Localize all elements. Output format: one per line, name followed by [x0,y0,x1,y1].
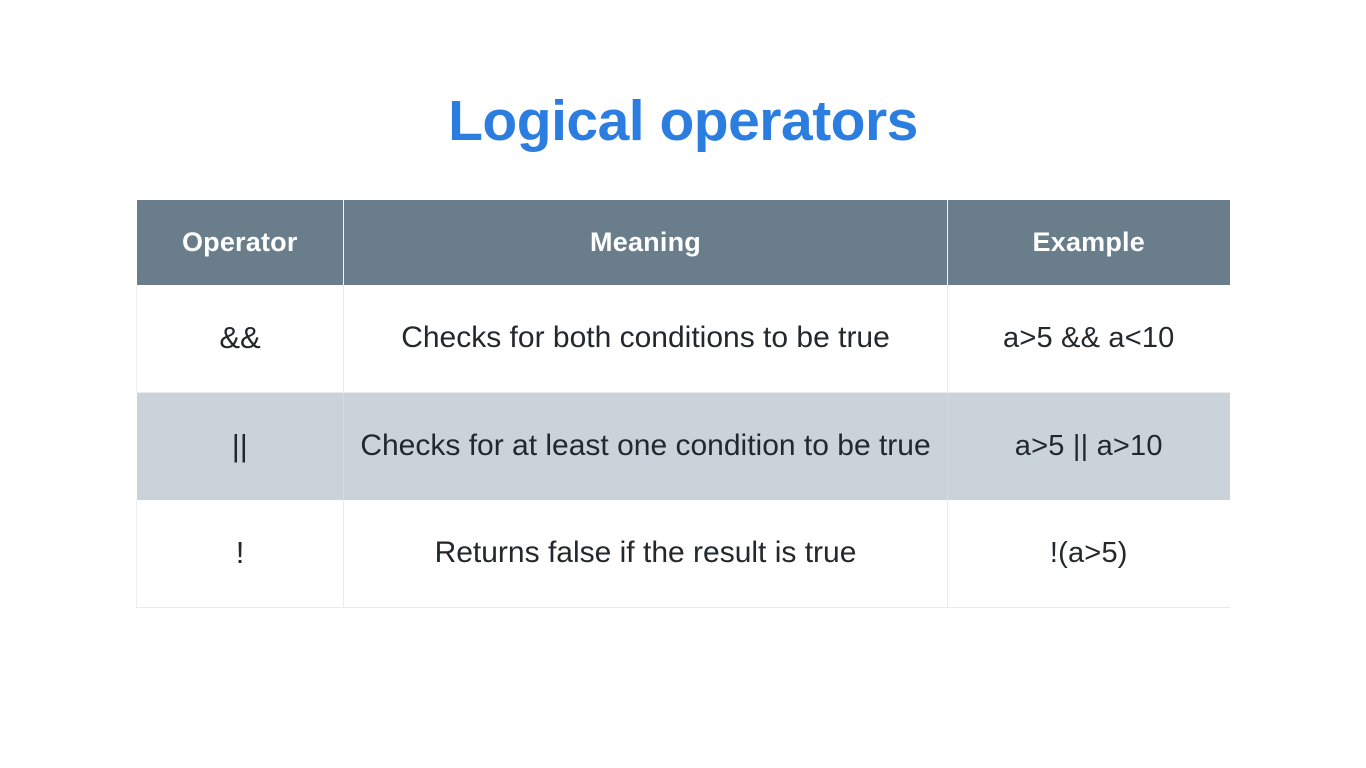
cell-operator: || [136,392,344,500]
table-row: || Checks for at least one condition to … [136,392,1230,500]
cell-operator: && [136,285,344,393]
cell-example: a>5 && a<10 [947,285,1230,393]
table-row: && Checks for both conditions to be true… [136,285,1230,393]
column-header-operator: Operator [136,200,344,285]
cell-meaning: Checks for both conditions to be true [343,285,948,393]
table-header-row: Operator Meaning Example [136,200,1230,285]
page-title: Logical operators [448,89,918,153]
cell-meaning: Returns false if the result is true [343,500,948,608]
cell-example: a>5 || a>10 [1014,429,1163,462]
cell-meaning: Checks for at least one condition to be … [343,392,948,500]
logical-operators-table: Operator Meaning Example && Checks for b… [136,200,1230,608]
cell-example: !(a>5) [947,500,1230,608]
table-row: ! Returns false if the result is true !(… [136,500,1230,608]
column-header-example: Example [947,200,1230,285]
column-header-meaning: Meaning [343,200,948,285]
cell-operator: ! [136,500,344,608]
